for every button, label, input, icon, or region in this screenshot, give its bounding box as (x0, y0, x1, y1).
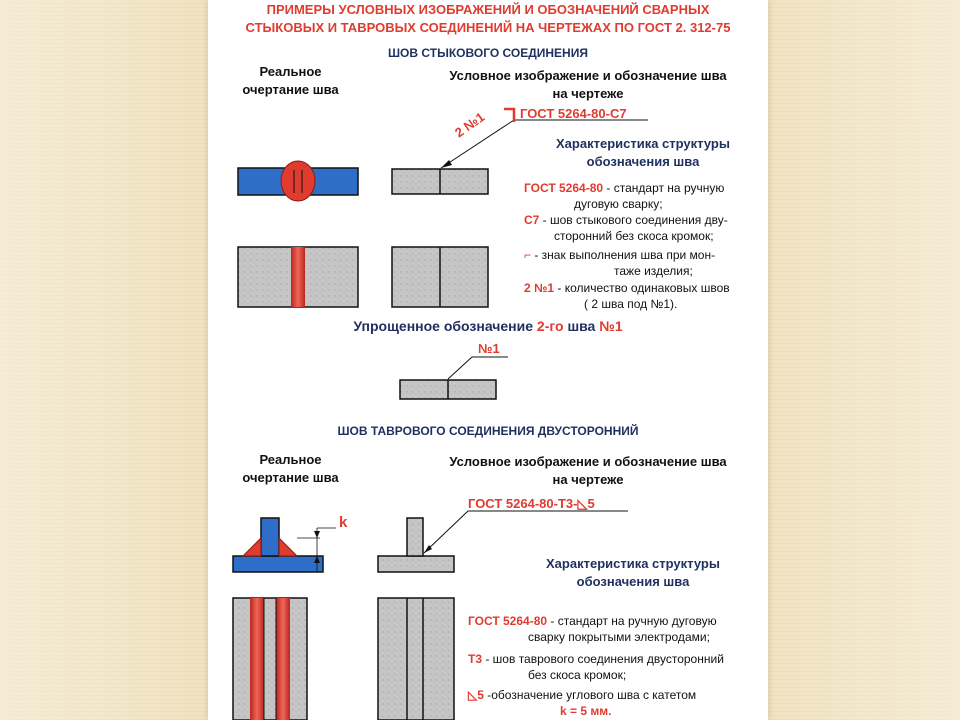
desc-text: дуговую сварку; (574, 197, 663, 211)
tee-desc-line: ГОСТ 5264-80 - стандарт на ручную дугову… (468, 614, 717, 628)
butt-cond-label-1: Условное изображение и обозначение шва (449, 68, 727, 83)
gray-plate (377, 597, 455, 720)
weld-bead (280, 160, 316, 202)
blue-web (260, 517, 280, 557)
desc-text: - стандарт на ручную (603, 181, 725, 195)
simplified-weld-label: №1 (478, 341, 500, 356)
desc-text: сварку покрытыми электродами; (528, 630, 710, 644)
fillet-weld-icon: ◺ (577, 496, 588, 511)
desc-key: С7 (524, 213, 540, 227)
butt-section-title: ШОВ СТЫКОВОГО СОЕДИНЕНИЯ (388, 46, 588, 60)
tee-char-title-1: Характеристика структуры (546, 556, 720, 571)
desc-text: k = 5 мм. (560, 704, 612, 718)
desc-text: - шов таврового соединения двусторонний (482, 652, 724, 666)
butt-simplified-title: Упрощенное обозначение 2-го шва №1 (208, 318, 768, 334)
leader-line (447, 356, 473, 380)
simplified-prefix: Упрощенное обозначение (353, 318, 537, 334)
tee-section-title: ШОВ ТАВРОВОГО СОЕДИНЕНИЯ ДВУСТОРОННИЙ (337, 424, 639, 438)
butt-desc-line: С7 - шов стыкового соединения дву- (524, 213, 728, 227)
weld-drawings (232, 107, 648, 720)
tee-gost-text: ГОСТ 5264-80-Т3- (468, 496, 578, 511)
desc-text: без скоса кромок; (528, 668, 627, 682)
tee-cond-plan (377, 597, 455, 720)
left-fillet-weld (241, 536, 262, 557)
desc-text: - количество одинаковых швов (554, 281, 730, 295)
butt-desc-line: 2 №1 - количество одинаковых швов (524, 281, 730, 295)
tee-desc-line: без скоса кромок; (528, 668, 626, 682)
tee-gost-label: ГОСТ 5264-80-Т3-◺5 (468, 496, 595, 512)
butt-real-label-1: Реальное (259, 64, 322, 79)
tee-desc-line: k = 5 мм. (560, 704, 611, 718)
simplified-num: №1 (599, 318, 623, 334)
desc-text: -обозначение углового шва с катетом (483, 688, 697, 702)
tee-cond-label-1: Условное изображение и обозначение шва (449, 454, 727, 469)
desc-key: ◺5 (468, 688, 484, 702)
butt-cond-plan (391, 246, 489, 308)
butt-real-plan (237, 246, 359, 308)
gost-sheet: ПРИМЕРЫ УСЛОВНЫХ ИЗОБРАЖЕНИЙ И ОБОЗНАЧЕН… (208, 0, 768, 720)
desc-key: ГОСТ 5264-80 (468, 614, 548, 628)
gray-web (406, 517, 424, 557)
tee-desc-line: сварку покрытыми электродами; (528, 630, 710, 644)
tee-real-label-2: очертание шва (242, 470, 339, 485)
butt-desc-line: сторонний без скоса кромок; (554, 229, 714, 243)
tee-desc-line: ◺5 -обозначение углового шва с катетом (468, 688, 696, 702)
desc-text: сторонний без скоса кромок; (554, 229, 714, 243)
simplified-suffix: шва (563, 318, 600, 334)
weld-strip (291, 247, 305, 307)
butt-cond-label-2: на чертеже (552, 86, 624, 101)
butt-desc-line: дуговую сварку; (574, 197, 663, 211)
butt-desc-line: ГОСТ 5264-80 - стандарт на ручную (524, 181, 724, 195)
leader-line (423, 510, 469, 554)
tee-real-section (232, 517, 336, 573)
weld-strip (276, 598, 290, 720)
butt-desc-line: ⌐ - знак выполнения шва при мон- (524, 248, 715, 262)
tee-real-label-1: Реальное (259, 452, 322, 467)
butt-real-label-2: очертание шва (242, 82, 339, 97)
leader-line (440, 119, 515, 169)
butt-cond-section (391, 107, 648, 195)
dim-arrow-icon (314, 531, 320, 538)
desc-text: - шов стыкового соединения дву- (539, 213, 728, 227)
desc-key: ГОСТ 5264-80 (524, 181, 604, 195)
header-line-2: СТЫКОВЫХ И ТАВРОВЫХ СОЕДИНЕНИЙ НА ЧЕРТЕЖ… (245, 20, 731, 35)
header-line-1: ПРИМЕРЫ УСЛОВНЫХ ИЗОБРАЖЕНИЙ И ОБОЗНАЧЕН… (266, 2, 710, 17)
tee-real-plan (232, 597, 308, 720)
right-fillet-weld (278, 536, 299, 557)
desc-key: ⌐ (524, 248, 532, 262)
dim-arrow-icon (314, 556, 320, 563)
desc-text: - стандарт на ручную дуговую (547, 614, 717, 628)
leader-arrow-icon (424, 545, 432, 553)
tee-cond-label-2: на чертеже (552, 472, 624, 487)
desc-key: Т3 (468, 652, 483, 666)
butt-gost-label: ГОСТ 5264-80-С7 (520, 106, 627, 121)
tee-leg-value: 5 (587, 496, 595, 511)
simplified-drawing (399, 356, 508, 400)
weld-strip (250, 598, 264, 720)
leg-k-label: k (339, 514, 348, 531)
desc-key: 2 №1 (524, 281, 555, 295)
gray-plate (232, 597, 308, 720)
tee-desc-line: Т3 - шов таврового соединения двусторонн… (468, 652, 724, 666)
desc-text: - знак выполнения шва при мон- (531, 248, 716, 262)
butt-desc-line: ( 2 шва под №1). (584, 297, 677, 311)
gray-flange (377, 555, 455, 573)
site-weld-flag-icon (504, 107, 516, 122)
blue-flange (232, 555, 324, 573)
desc-text: таже изделия; (614, 264, 693, 278)
butt-char-title-1: Характеристика структуры (556, 136, 730, 151)
tee-char-title-2: обозначения шва (576, 574, 690, 589)
tee-cond-section (377, 510, 628, 573)
butt-real-section (237, 160, 359, 202)
butt-desc-line: таже изделия; (614, 264, 693, 278)
desc-text: ( 2 шва под №1). (584, 297, 678, 311)
leader-arrow-icon (441, 160, 452, 168)
butt-char-title-2: обозначения шва (586, 154, 700, 169)
simplified-mid: 2-го (536, 318, 564, 334)
